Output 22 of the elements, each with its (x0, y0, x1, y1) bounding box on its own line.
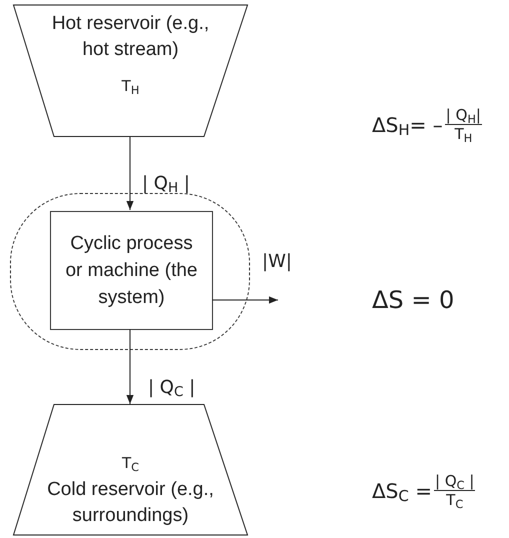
temperature-label: T$_{H}$ (122, 76, 140, 98)
equation-text: ΔS$_{C}$ = (372, 478, 432, 506)
node-text: Cold reservoir (e.g., surroundings) (46, 478, 215, 528)
edge-label: | Q$_{C}$ | (148, 377, 196, 398)
temperature-label: T$_{C}$ (122, 453, 140, 474)
equation-text: ΔS = 0 (372, 286, 454, 314)
arrow (212, 296, 278, 304)
equation-text: ΔS$_{H}$= – (372, 112, 443, 140)
fraction-denominator: T$_{H}$ (454, 125, 472, 143)
system-boundary (10, 193, 250, 350)
edge-label: |W| (262, 251, 292, 272)
node-text: Cyclic process or machine (the system) (64, 232, 198, 310)
edge-label: | Q$_{H}$ | (142, 173, 190, 194)
arrow (126, 136, 134, 210)
node-text: Hot reservoir (e.g., hot stream) (50, 12, 210, 62)
reservoir-trapezoid (13, 5, 248, 137)
fraction-numerator: | Q$_{H}$| (444, 106, 482, 125)
process-box (50, 211, 213, 330)
fraction-numerator: | Q$_{C}$ | (434, 472, 476, 491)
fraction-denominator: T$_{C}$ (446, 491, 464, 509)
arrow (126, 328, 134, 404)
reservoir-trapezoid (13, 404, 248, 535)
